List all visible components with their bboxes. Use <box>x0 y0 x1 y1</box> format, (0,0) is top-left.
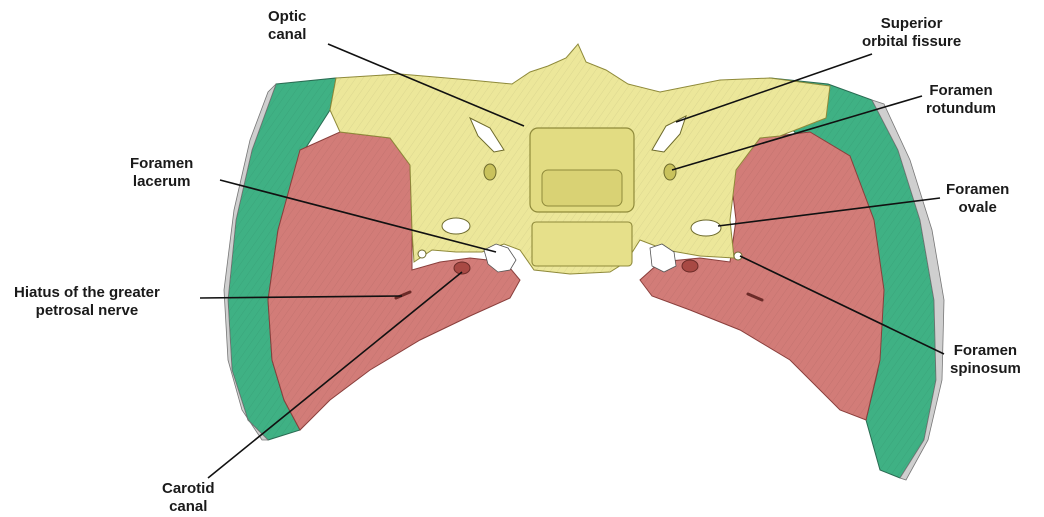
label-foramen-rotundum-line1: Foramen <box>926 82 996 100</box>
left-foramen-spinosum <box>418 250 426 258</box>
label-optic-canal-line2: canal <box>268 26 306 44</box>
label-carotid-canal: Carotid canal <box>162 480 215 516</box>
label-foramen-rotundum-line2: rotundum <box>926 100 996 118</box>
label-superior-orbital-fissure-line1: Superior <box>862 15 961 33</box>
label-foramen-ovale-line2: ovale <box>946 199 1009 217</box>
right-foramen-ovale <box>691 220 721 236</box>
dorsum-sellae <box>532 222 632 266</box>
label-foramen-spinosum-line2: spinosum <box>950 360 1021 378</box>
right-carotid-canal <box>682 260 698 272</box>
left-foramen-ovale <box>442 218 470 234</box>
label-foramen-lacerum: Foramen lacerum <box>130 155 193 191</box>
label-foramen-ovale: Foramen ovale <box>946 181 1009 217</box>
label-foramen-spinosum: Foramen spinosum <box>950 342 1021 378</box>
label-superior-orbital-fissure-line2: orbital fissure <box>862 33 961 51</box>
label-foramen-lacerum-line2: lacerum <box>130 173 193 191</box>
label-hiatus-line2: petrosal nerve <box>14 302 160 320</box>
label-foramen-rotundum: Foramen rotundum <box>926 82 996 118</box>
label-optic-canal: Optic canal <box>268 8 306 44</box>
label-carotid-canal-line2: canal <box>162 498 215 516</box>
left-foramen-rotundum <box>484 164 496 180</box>
label-foramen-lacerum-line1: Foramen <box>130 155 193 173</box>
label-hiatus-greater-petrosal: Hiatus of the greater petrosal nerve <box>14 284 160 320</box>
right-foramen-rotundum <box>664 164 676 180</box>
label-superior-orbital-fissure: Superior orbital fissure <box>862 15 961 51</box>
label-foramen-spinosum-line1: Foramen <box>950 342 1021 360</box>
label-carotid-canal-line1: Carotid <box>162 480 215 498</box>
label-foramen-ovale-line1: Foramen <box>946 181 1009 199</box>
label-hiatus-line1: Hiatus of the greater <box>14 284 160 302</box>
label-optic-canal-line1: Optic <box>268 8 306 26</box>
